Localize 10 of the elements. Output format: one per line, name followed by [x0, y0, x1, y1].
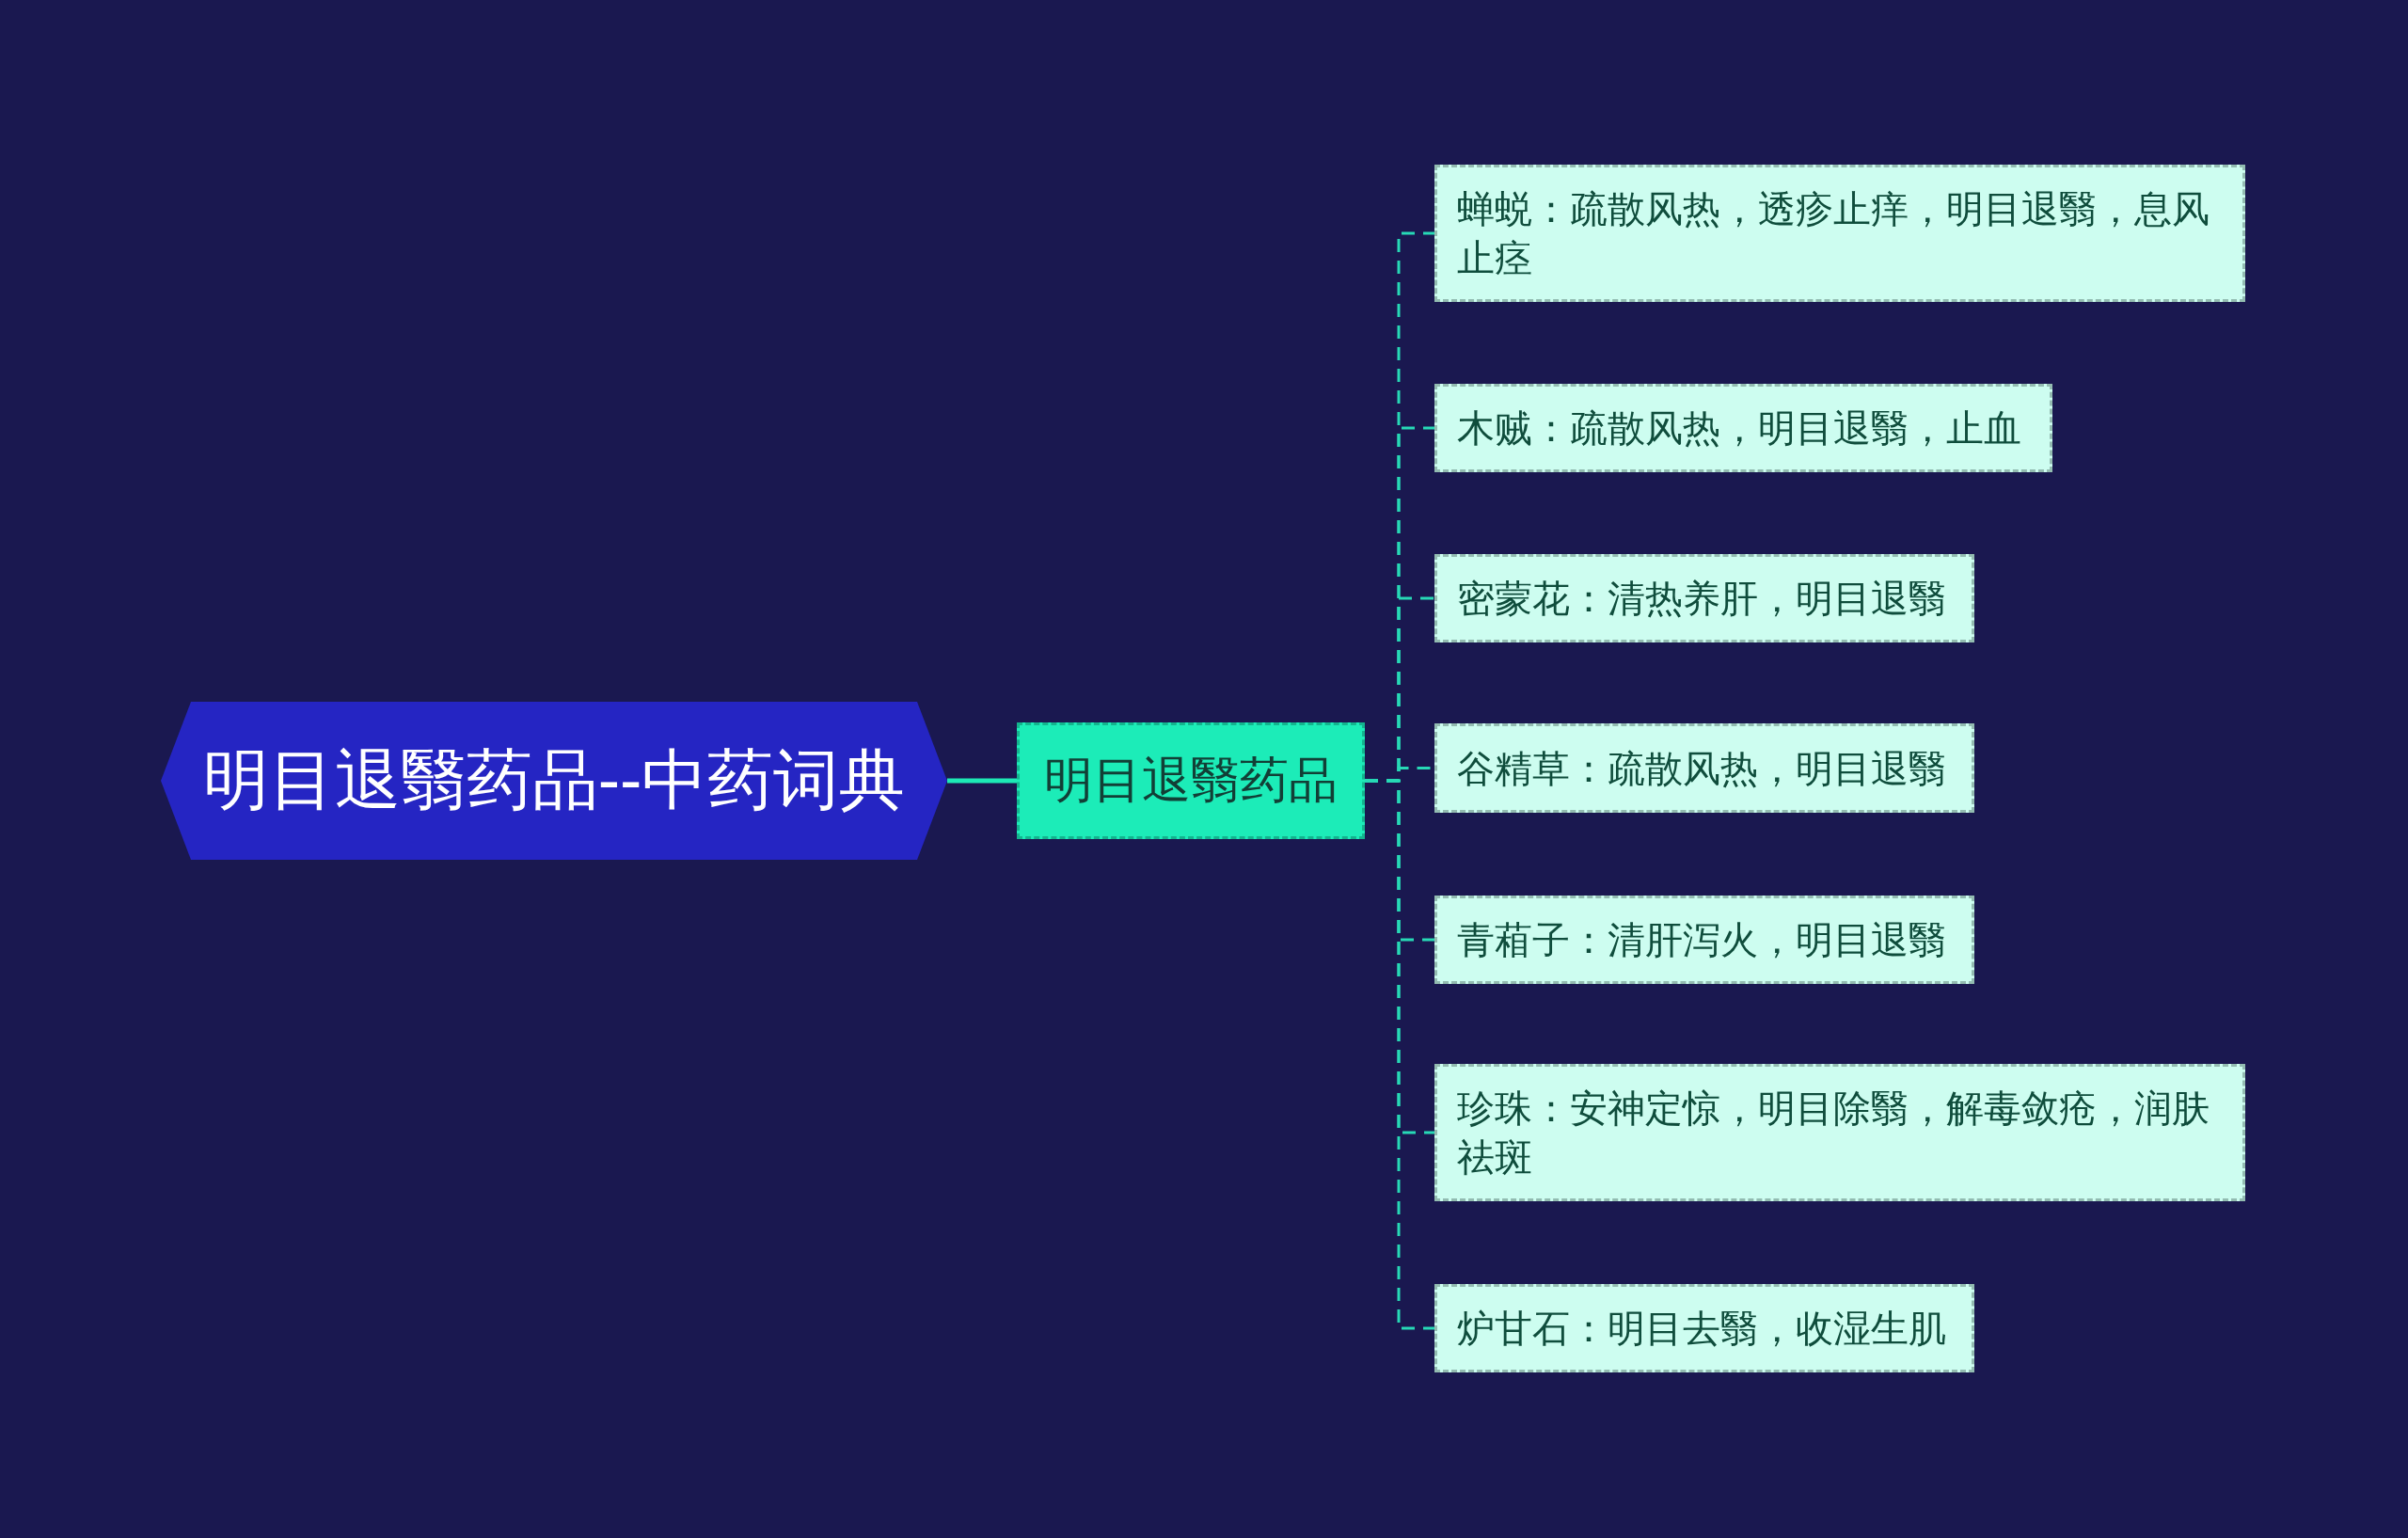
title-hexagon: 明目退翳药品--中药词典: [161, 702, 947, 860]
leaf-box: 炉甘石：明目去翳，收湿生肌: [1434, 1284, 1974, 1372]
leaf-box: 木贼：疏散风热，明目退翳，止血: [1434, 384, 2052, 472]
leaf-box: 蝉蜕：疏散风热，透疹止痒，明目退翳，息风止痉: [1434, 165, 2245, 302]
leaf-box: 珍珠：安神定惊，明目除翳，解毒敛疮，润肤祛斑: [1434, 1064, 2245, 1201]
connector-line: [947, 778, 1017, 784]
topic-box: 明目退翳药品: [1017, 722, 1365, 839]
leaf-box: 谷精草：疏散风热，明目退翳: [1434, 723, 1974, 813]
leaf-box: 密蒙花：清热养肝，明目退翳: [1434, 554, 1974, 642]
leaf-box: 青葙子：清肝泻火，明目退翳: [1434, 896, 1974, 984]
